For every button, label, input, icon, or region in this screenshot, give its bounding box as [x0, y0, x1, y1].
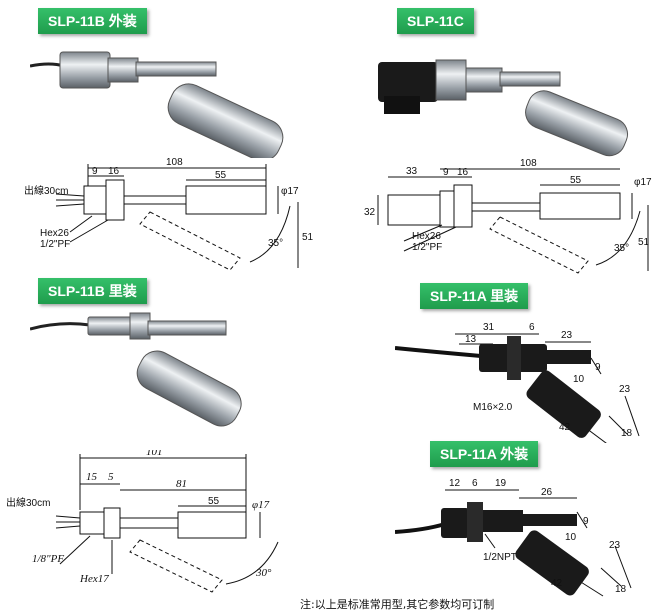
- dim-9: 9: [92, 166, 98, 177]
- hex-size-label: Hex26: [412, 231, 441, 242]
- dim-18: 18: [621, 428, 633, 439]
- dim-31: 31: [483, 322, 495, 333]
- thread-label: 1/2"PF: [40, 239, 70, 250]
- dim-55: 55: [208, 496, 220, 507]
- lead-length-label: 出線30cm: [6, 496, 50, 509]
- product-photo-slp-11b-internal: [30, 312, 242, 427]
- thread-label: 1/8"PF: [32, 553, 64, 565]
- dim-42: 42: [551, 578, 563, 589]
- dim-phi17: φ17: [252, 499, 270, 511]
- dim-angle: 35°: [268, 238, 283, 249]
- thread-label: 1/2NPT: [483, 552, 517, 563]
- dimension-drawing-slp-11c: 33 9 16 108 55 φ17 32 51 35° Hex26 1/2"P…: [364, 158, 652, 274]
- dim-angle: 30°: [255, 567, 272, 579]
- dim-phi17: φ17: [634, 177, 652, 188]
- dim-9: 9: [443, 167, 449, 178]
- dim-101: 101: [146, 450, 163, 458]
- dim-33: 33: [406, 166, 418, 177]
- dim-5: 5: [108, 471, 114, 483]
- dim-15: 15: [86, 471, 98, 483]
- model-label-slp-11c: SLP-11C: [397, 8, 474, 34]
- dim-9: 9: [595, 362, 601, 373]
- thread-label: 1/2"PF: [412, 242, 442, 253]
- dim-55: 55: [215, 170, 227, 181]
- dim-23: 23: [561, 330, 573, 341]
- dim-81: 81: [176, 478, 187, 490]
- dim-18: 18: [615, 584, 627, 595]
- dim-6: 6: [529, 322, 535, 333]
- dim-51: 51: [302, 232, 314, 243]
- dimension-drawing-slp-11a-external: 12 6 19 26 9 10 23 42 18 1/2NPT: [395, 478, 632, 597]
- dim-23: 23: [609, 540, 621, 551]
- model-label-slp-11a-external: SLP-11A 外装: [430, 441, 539, 467]
- dim-42: 42: [559, 422, 571, 433]
- dimension-drawing-slp-11a-internal: 31 6 13 23 9 10 23 42 18 M16×2.0: [395, 322, 640, 443]
- lead-length-label: 出線30cm: [24, 184, 68, 197]
- dim-16: 16: [457, 167, 469, 178]
- hex-size-label: Hex17: [79, 573, 109, 585]
- thread-label: M16×2.0: [473, 402, 513, 413]
- dim-55: 55: [570, 175, 582, 186]
- footer-note: 注:以上是标准常用型,其它参数均可订制: [300, 598, 495, 611]
- dim-108: 108: [520, 158, 537, 169]
- dim-32: 32: [364, 207, 376, 218]
- dim-23-float: 23: [619, 384, 631, 395]
- dim-9: 9: [583, 516, 589, 527]
- dim-angle: 35°: [614, 243, 629, 254]
- dim-13: 13: [465, 334, 477, 345]
- dim-12: 12: [449, 478, 461, 489]
- dim-108: 108: [166, 157, 183, 168]
- dim-6: 6: [472, 478, 478, 489]
- dim-19: 19: [495, 478, 507, 489]
- dim-51: 51: [638, 237, 650, 248]
- dim-phi17: φ17: [281, 186, 299, 197]
- dimension-drawing-slp-11b-internal: 101 15 5 81 55 φ17 出線30cm 1/8"PF Hex17 3…: [6, 450, 279, 593]
- dim-10: 10: [565, 532, 577, 543]
- model-label-slp-11a-internal: SLP-11A 里装: [420, 283, 529, 309]
- dim-26: 26: [541, 487, 553, 498]
- model-label-slp-11b-external: SLP-11B 外装: [38, 8, 147, 34]
- product-photo-slp-11c: [378, 59, 629, 157]
- model-label-slp-11b-internal: SLP-11B 里装: [38, 278, 147, 304]
- product-photo-slp-11b-external: [30, 51, 284, 158]
- dim-16: 16: [108, 166, 120, 177]
- hex-size-label: Hex26: [40, 228, 69, 239]
- dimension-drawing-slp-11b-external: 出線30cm 9 16 108 55 φ17 51 35° Hex26 1/2"…: [24, 157, 314, 271]
- dim-10: 10: [573, 374, 585, 385]
